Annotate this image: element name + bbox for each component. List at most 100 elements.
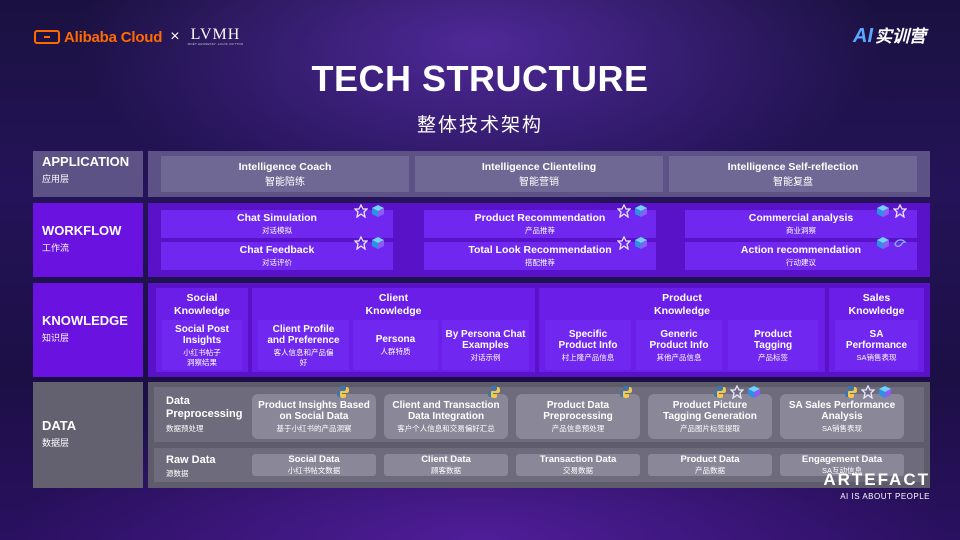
- workflow-panel: Chat Simulation 对话模拟 Chat Feedback 对话评价 …: [148, 203, 930, 277]
- knowledge-item-sa-performance: SA Performance SA销售表现: [835, 320, 918, 370]
- box-title: Product Data: [546, 400, 610, 411]
- box-title: Tagging Generation: [663, 411, 757, 422]
- item-title: Insights: [182, 334, 222, 346]
- box-title-cn: 产品数据: [695, 466, 725, 475]
- wf-box-label: Product Recommendation: [474, 212, 606, 224]
- dp-icons-picture-tagging: [713, 385, 761, 399]
- page-title: TECH STRUCTURE: [311, 58, 649, 99]
- item-title: Persona: [375, 334, 416, 345]
- wf-box-label: Total Look Recommendation: [468, 244, 612, 256]
- bird-icon: [894, 239, 907, 248]
- item-title: Generic: [660, 328, 698, 340]
- wf-box-label: Action recommendation: [740, 244, 862, 256]
- data-panel: Data Preprocessing 数据预处理 Raw Data 源数据 Pr…: [148, 382, 930, 488]
- box-title: Data Integration: [407, 411, 485, 422]
- header-logos: Alibaba Cloud × LVMH MOËT HENNESSY. LOUI…: [34, 26, 244, 46]
- item-title: and Preference: [267, 334, 340, 346]
- app-box-coach: Intelligence Coach 智能陪练: [161, 156, 409, 192]
- row-label-workflow: WORKFLOW 工作流: [33, 203, 143, 277]
- group-title: Knowledge: [653, 305, 710, 317]
- knowledge-item-client-profile: Client Profile and Preference 客人信息和产品偏 好: [258, 320, 349, 370]
- row-label-cn: 应用层: [42, 174, 70, 184]
- wf-icons-chat-simulation: [354, 204, 385, 218]
- box-title-cn: SA互动信息: [821, 466, 862, 475]
- item-title: Tagging: [753, 339, 793, 351]
- dp-box-product-data: Product Data Preprocessing 产品信息预处理: [516, 394, 640, 439]
- box-title: Client and Transaction: [392, 400, 500, 411]
- lvmh-brand: LVMH: [190, 26, 241, 43]
- item-title-cn: 人群特质: [380, 347, 411, 356]
- wf-box-label-cn: 商业洞察: [786, 226, 816, 235]
- app-box-label: Intelligence Coach: [238, 160, 332, 173]
- knowledge-item-persona-chat: By Persona Chat Examples 对话示例: [442, 320, 529, 370]
- dp-icons-client-transaction: [487, 385, 501, 399]
- rd-box-social: Social Data 小红书帖文数据: [252, 454, 376, 476]
- box-title-cn: 顾客数据: [431, 466, 461, 475]
- wf-icons-commercial-analysis: [876, 204, 907, 218]
- dify-star-icon: [354, 204, 368, 218]
- python-icon: [714, 386, 726, 398]
- cube-icon: [372, 205, 384, 217]
- item-title: Product: [754, 328, 792, 340]
- wf-icons-action-recommendation: [876, 236, 907, 250]
- wf-box-total-look: Total Look Recommendation 搭配推荐: [424, 242, 656, 270]
- wf-box-label-cn: 行动建议: [786, 258, 816, 267]
- ai-logo-text: AI: [853, 25, 873, 47]
- lvmh-subtext: MOËT HENNESSY. LOUIS VUITTON: [187, 42, 244, 46]
- label-en: Raw Data: [166, 454, 216, 466]
- artefact-tagline: AI IS ABOUT PEOPLE: [840, 492, 930, 501]
- raw-data-label: Raw Data 源数据: [166, 454, 216, 479]
- data-preprocessing-label: Data Preprocessing 数据预处理: [166, 395, 242, 434]
- row-label-data: DATA 数据层: [33, 382, 143, 488]
- row-label-cn: 工作流: [42, 243, 70, 253]
- item-title-cn: 产品标签: [758, 352, 788, 362]
- group-title: Knowledge: [848, 305, 905, 317]
- knowledge-item-generic-product: Generic Product Info 其他产品信息: [636, 320, 722, 370]
- rd-box-client: Client Data 顾客数据: [384, 454, 508, 476]
- dify-star-icon: [893, 204, 907, 218]
- knowledge-head-product: Product Knowledge: [539, 289, 825, 321]
- box-title-cn: SA销售表现: [821, 424, 862, 433]
- knowledge-head-sales: Sales Knowledge: [829, 289, 924, 321]
- ai-logo-cn: 实训营: [875, 27, 926, 46]
- box-title: SA Sales Performance: [788, 400, 896, 411]
- item-title: Product Info: [558, 339, 618, 351]
- artefact-brand: ARTEFACT: [823, 470, 930, 489]
- box-title: on Social Data: [279, 411, 349, 422]
- dp-icons-product-data: [619, 385, 633, 399]
- app-box-label-cn: 智能营销: [519, 176, 559, 188]
- item-title: By Persona Chat: [445, 328, 526, 340]
- item-title-cn: 好: [299, 357, 308, 367]
- dp-icons-social-insights: [336, 385, 350, 399]
- item-title: Product Info: [649, 339, 709, 351]
- box-title-cn: 交易数据: [563, 466, 593, 475]
- cube-icon: [877, 237, 889, 249]
- dify-star-icon: [354, 236, 368, 250]
- knowledge-item-product-tagging: Product Tagging 产品标签: [728, 320, 818, 370]
- box-title: Client Data: [421, 454, 471, 465]
- wf-box-commercial-analysis: Commercial analysis 商业洞察: [685, 210, 917, 238]
- knowledge-item-social-post: Social Post Insights 小红书帖子 洞察结果: [162, 320, 242, 370]
- cube-icon: [635, 237, 647, 249]
- wf-box-label-cn: 对话模拟: [262, 226, 292, 235]
- label-en: Data: [166, 395, 190, 407]
- box-title: Product Data: [680, 454, 740, 465]
- box-title-cn: 客户个人信息和交易偏好汇总: [397, 424, 495, 433]
- wf-icons-total-look: [617, 236, 648, 250]
- dify-star-icon: [861, 385, 875, 399]
- dp-box-sa-sales: SA Sales Performance Analysis SA销售表现: [780, 394, 904, 439]
- item-title: SA: [869, 328, 884, 340]
- app-box-self-reflection: Intelligence Self-reflection 智能复盘: [669, 156, 917, 192]
- python-icon: [488, 386, 500, 398]
- group-title: Social: [186, 292, 218, 304]
- item-title-cn: 对话示例: [470, 352, 501, 362]
- row-label-en: KNOWLEDGE: [42, 313, 128, 328]
- wf-box-action-recommendation: Action recommendation 行动建议: [685, 242, 917, 270]
- label-cn: 源数据: [166, 469, 189, 478]
- box-title: Transaction Data: [539, 454, 617, 465]
- app-box-label-cn: 智能陪练: [265, 176, 305, 188]
- row-label-en: WORKFLOW: [42, 223, 122, 238]
- dp-icons-sa-sales: [844, 385, 892, 399]
- wf-box-label: Chat Simulation: [237, 212, 317, 224]
- group-title: Product: [662, 292, 702, 304]
